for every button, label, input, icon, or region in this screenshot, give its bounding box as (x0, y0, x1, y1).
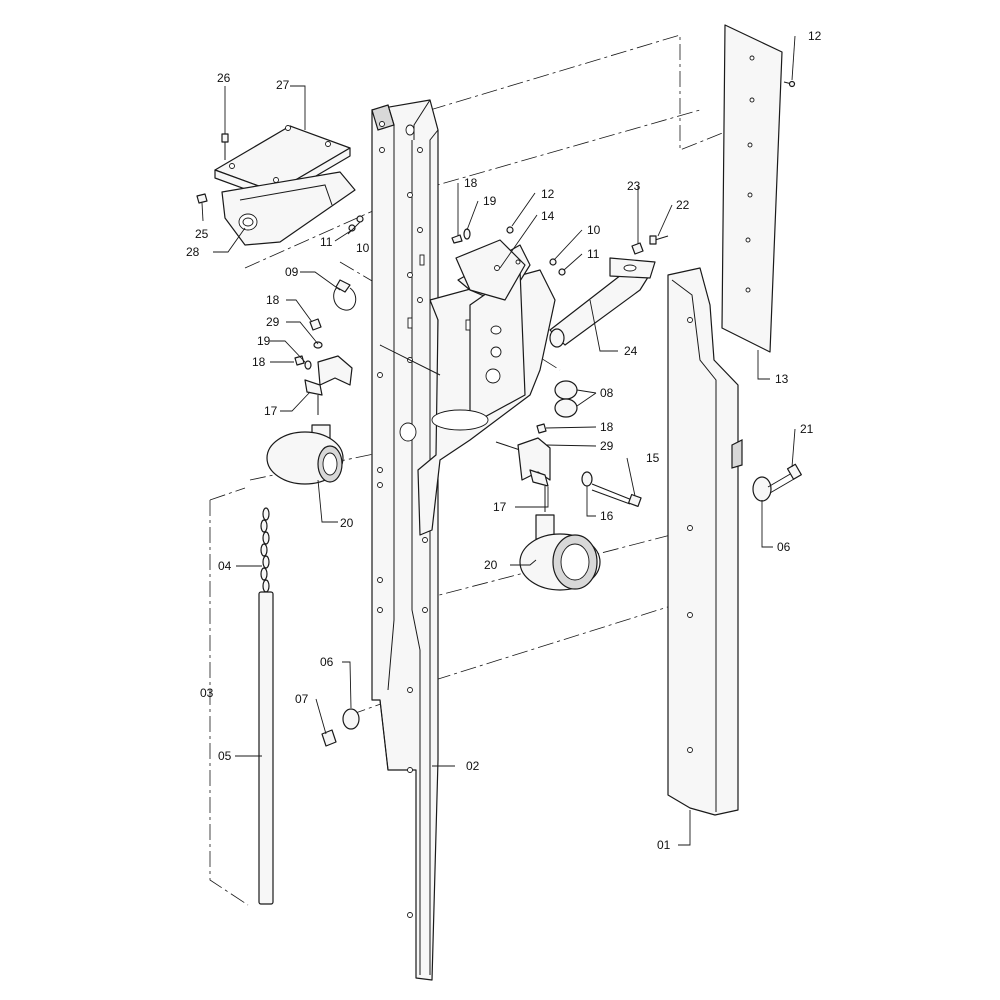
part-labels: 26 27 25 28 11 10 09 18 29 19 18 17 20 0… (186, 29, 822, 852)
label-12-top: 12 (808, 29, 822, 43)
label-18-a: 18 (266, 293, 280, 307)
label-25: 25 (195, 227, 209, 241)
part-04-chain (260, 507, 270, 593)
part-28-mount-bracket (221, 171, 356, 246)
label-24: 24 (624, 344, 638, 358)
label-06-right: 06 (777, 540, 791, 554)
label-02: 02 (466, 759, 480, 773)
label-03: 03 (200, 686, 214, 700)
label-29-b: 29 (600, 439, 614, 453)
part-20-wheel-left (266, 424, 344, 485)
label-04: 04 (218, 559, 232, 573)
label-21: 21 (800, 422, 814, 436)
label-14: 14 (541, 209, 555, 223)
label-20-b: 20 (484, 558, 498, 572)
label-17-a: 17 (264, 404, 278, 418)
label-08: 08 (600, 386, 614, 400)
label-20-a: 20 (340, 516, 354, 530)
label-17-b: 17 (493, 500, 507, 514)
label-26: 26 (217, 71, 231, 85)
part-17-bracket-left (304, 355, 353, 415)
label-16: 16 (600, 509, 614, 523)
label-19-b: 19 (483, 194, 497, 208)
label-12-mid: 12 (541, 187, 555, 201)
label-29-a: 29 (266, 315, 280, 329)
label-10-right: 10 (587, 223, 601, 237)
label-23: 23 (627, 179, 641, 193)
label-13: 13 (775, 372, 789, 386)
label-05: 05 (218, 749, 232, 763)
label-18-c: 18 (464, 176, 478, 190)
label-01: 01 (657, 838, 671, 852)
leader-lines (201, 35, 796, 846)
label-06-left: 06 (320, 655, 334, 669)
label-18-b: 18 (252, 355, 266, 369)
label-09: 09 (285, 265, 299, 279)
label-07: 07 (295, 692, 309, 706)
label-11-right: 11 (587, 247, 600, 261)
channel-holes (377, 121, 428, 918)
part-05-rod (258, 591, 274, 905)
label-22: 22 (676, 198, 690, 212)
part-02-main-channel (371, 99, 439, 981)
part-01-right-channel (667, 267, 743, 816)
label-27: 27 (276, 78, 290, 92)
label-15: 15 (646, 451, 660, 465)
part-17-bracket-right (517, 437, 551, 512)
label-10-left: 10 (356, 241, 370, 255)
label-19-a: 19 (257, 334, 271, 348)
label-18-d: 18 (600, 420, 614, 434)
label-28: 28 (186, 245, 200, 259)
part-14-plate (455, 239, 526, 301)
part-20-wheel-right (519, 514, 601, 591)
part-24-shaft (549, 257, 656, 348)
part-13-strip (721, 24, 783, 353)
label-11-left: 11 (320, 235, 333, 249)
